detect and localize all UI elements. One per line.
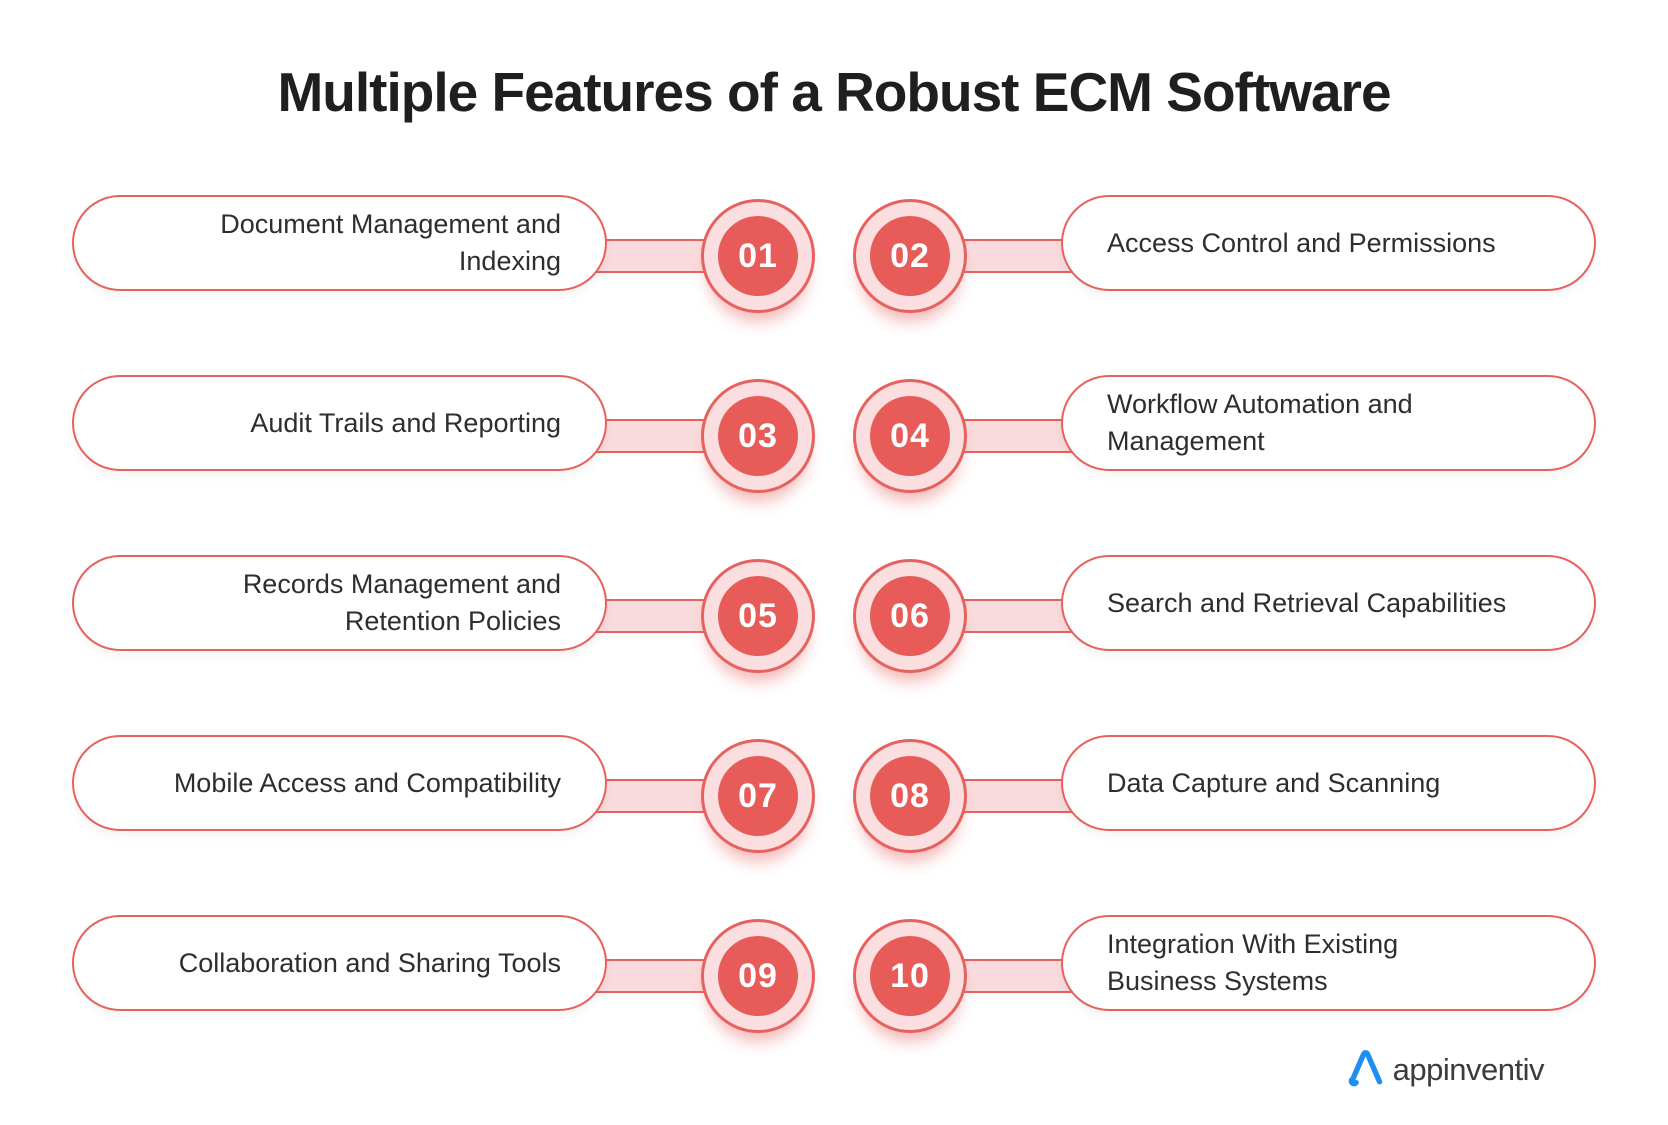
feature-number: 07 [718,756,798,836]
feature-number: 05 [718,576,798,656]
feature-number-badge-05: 05 [701,559,815,673]
feature-number-badge-09: 09 [701,919,815,1033]
feature-item-03: Audit Trails and Reporting 03 [72,366,815,493]
feature-number-badge-02: 02 [853,199,967,313]
feature-pill-03: Audit Trails and Reporting [72,375,607,471]
feature-number-badge-10: 10 [853,919,967,1033]
feature-item-04: 04 Workflow Automation and Management [853,366,1596,493]
feature-label: Workflow Automation and Management [1107,389,1413,456]
feature-number: 01 [718,216,798,296]
feature-item-01: Document Management and Indexing 01 [72,186,815,313]
feature-number-badge-04: 04 [853,379,967,493]
feature-number: 09 [718,936,798,1016]
feature-pill-02: Access Control and Permissions [1061,195,1596,291]
feature-number: 02 [870,216,950,296]
feature-item-07: Mobile Access and Compatibility 07 [72,726,815,853]
appinventiv-logo-icon [1345,1046,1387,1093]
page-title: Multiple Features of a Robust ECM Softwa… [277,61,1391,123]
feature-item-09: Collaboration and Sharing Tools 09 [72,906,815,1033]
feature-number-badge-01: 01 [701,199,815,313]
feature-item-10: 10 Integration With Existing Business Sy… [853,906,1596,1033]
feature-label: Mobile Access and Compatibility [173,767,561,798]
feature-pill-06: Search and Retrieval Capabilities [1061,555,1596,651]
feature-number: 06 [870,576,950,656]
feature-label: Document Management and Indexing [220,209,561,276]
feature-row: Audit Trails and Reporting 03 04 Workflo… [0,366,1668,493]
feature-number: 10 [870,936,950,1016]
feature-pill-05: Records Management and Retention Policie… [72,555,607,651]
appinventiv-logo: appinventiv [1345,1046,1545,1093]
feature-label: Records Management and Retention Policie… [242,569,561,636]
feature-item-02: 02 Access Control and Permissions [853,186,1596,313]
feature-label: Integration With Existing Business Syste… [1107,929,1399,996]
feature-row: Mobile Access and Compatibility 07 08 Da… [0,726,1668,853]
feature-pill-01: Document Management and Indexing [72,195,607,291]
feature-label: Collaboration and Sharing Tools [178,947,561,978]
feature-row: Records Management and Retention Policie… [0,546,1668,673]
feature-pill-07: Mobile Access and Compatibility [72,735,607,831]
feature-pill-08: Data Capture and Scanning [1061,735,1596,831]
feature-item-05: Records Management and Retention Policie… [72,546,815,673]
feature-number-badge-03: 03 [701,379,815,493]
feature-item-08: 08 Data Capture and Scanning [853,726,1596,853]
feature-pill-09: Collaboration and Sharing Tools [72,915,607,1011]
feature-pill-10: Integration With Existing Business Syste… [1061,915,1596,1011]
feature-pill-04: Workflow Automation and Management [1061,375,1596,471]
feature-number-badge-08: 08 [853,739,967,853]
feature-row: Document Management and Indexing 01 02 A… [0,186,1668,313]
feature-item-06: 06 Search and Retrieval Capabilities [853,546,1596,673]
feature-number: 04 [870,396,950,476]
feature-number-badge-07: 07 [701,739,815,853]
feature-label: Search and Retrieval Capabilities [1107,587,1507,618]
feature-row: Collaboration and Sharing Tools 09 10 In… [0,906,1668,1033]
feature-label: Audit Trails and Reporting [250,407,561,438]
feature-label: Access Control and Permissions [1107,227,1496,258]
feature-number: 03 [718,396,798,476]
feature-number-badge-06: 06 [853,559,967,673]
feature-number: 08 [870,756,950,836]
appinventiv-logo-text: appinventiv [1392,1051,1545,1087]
feature-label: Data Capture and Scanning [1107,767,1441,798]
feature-rows: Document Management and Indexing 01 02 A… [0,186,1668,1033]
